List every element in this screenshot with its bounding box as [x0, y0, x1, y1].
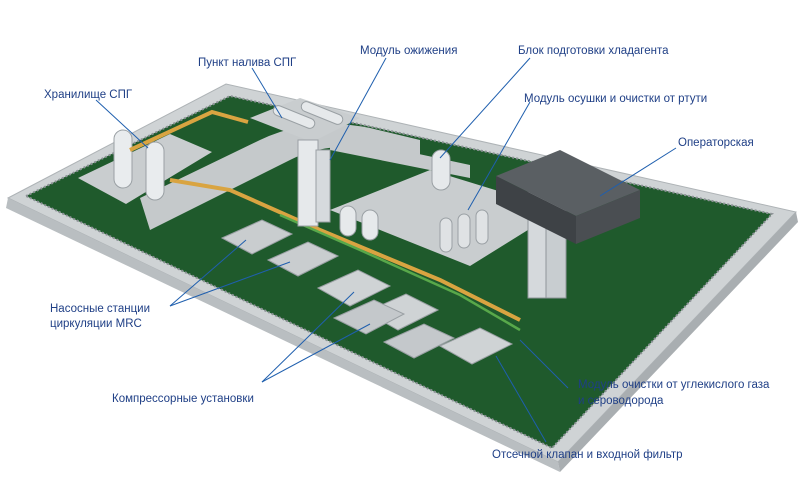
storage-tank-1 — [113, 129, 133, 189]
label-operator-room: Операторская — [678, 137, 754, 149]
leader-storage — [95, 99, 149, 149]
liquefaction-column — [297, 139, 319, 227]
label-co2-h2s-2: и сероводорода — [578, 395, 664, 407]
leader-pumps-a — [169, 239, 247, 307]
liquefaction-column-2 — [315, 149, 331, 223]
leader-valve — [495, 355, 547, 443]
pipe-rack-top — [129, 109, 249, 152]
label-refrigerant-prep: Блок подготовки хладагента — [518, 45, 669, 57]
label-lng-loading: Пункт налива СПГ — [198, 57, 297, 69]
leader-refrigerant — [439, 57, 531, 159]
label-mrc-pumps-1: Насосные станции — [50, 303, 151, 315]
compressor-1 — [316, 269, 392, 307]
leader-pumps-b — [169, 261, 291, 307]
leader-comp-b — [261, 323, 371, 383]
leader-loading — [251, 67, 283, 119]
co2-module — [438, 327, 514, 365]
compressor-3 — [332, 299, 406, 335]
dryer-2 — [457, 213, 471, 249]
dryer-1 — [439, 217, 453, 253]
dryer-3 — [475, 209, 489, 245]
label-drying-mercury: Модуль осушки и очистки от ртути — [524, 93, 708, 105]
site-base-edge — [6, 198, 560, 472]
tanker-2 — [300, 101, 344, 125]
label-lng-storage: Хранилище СПГ — [44, 89, 133, 101]
road — [140, 124, 420, 230]
vessel-1 — [339, 205, 357, 237]
storage-tank-2 — [145, 141, 165, 201]
label-mrc-pumps-2: циркуляции MRC — [50, 318, 142, 330]
label-liquefaction: Модуль ожижения — [360, 45, 458, 57]
vessel-3 — [431, 149, 451, 191]
tanker-1 — [272, 105, 316, 129]
compressor-4 — [382, 323, 456, 359]
label-compressors: Компрессорные установки — [112, 393, 254, 405]
pump-station-2 — [266, 241, 340, 277]
leader-operator — [599, 147, 677, 197]
vessel-2 — [361, 209, 379, 241]
leader-co2 — [519, 339, 569, 389]
storage-pad — [78, 134, 212, 204]
leader-drying — [467, 101, 531, 211]
pipe-rack-mid — [169, 178, 521, 322]
site-base-edge-right — [558, 212, 798, 472]
operator-building-top — [496, 150, 640, 216]
label-co2-h2s-1: Модуль очистки от углекислого газа — [578, 379, 770, 391]
leader-lines — [95, 57, 677, 443]
pipe-rack-green — [279, 213, 521, 332]
operator-building-front — [496, 176, 576, 244]
label-shutoff-valve: Отсечной клапан и входной фильтр — [492, 449, 683, 461]
operator-building-side — [576, 190, 640, 244]
leader-liquefaction — [329, 57, 387, 161]
leader-comp-a — [261, 291, 355, 383]
fence — [25, 94, 774, 450]
